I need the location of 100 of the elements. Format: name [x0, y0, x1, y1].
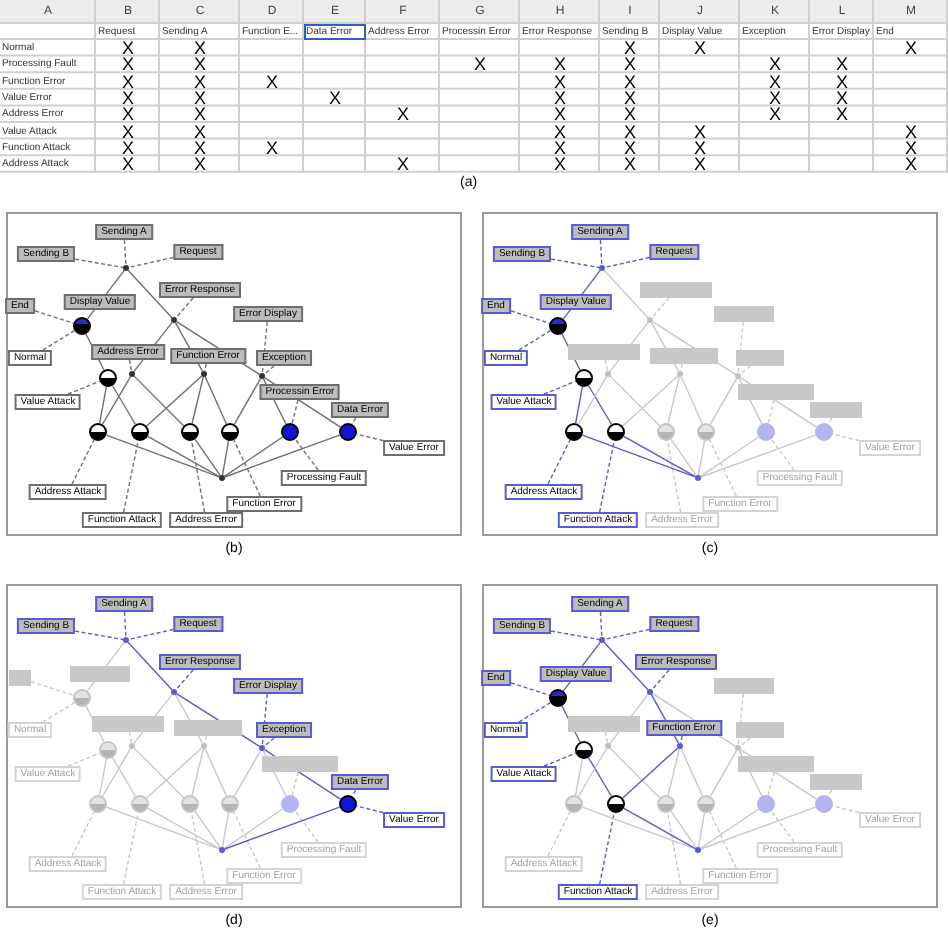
- dashed-connector: [291, 399, 299, 424]
- dashed-connector: [679, 363, 683, 372]
- dashed-connector: [263, 737, 275, 747]
- dashed-connector: [175, 669, 194, 691]
- dashed-connector: [351, 417, 357, 425]
- cross-mark: X: [621, 156, 638, 173]
- connector: [127, 269, 173, 319]
- connector: [233, 749, 262, 797]
- dashed-connector: [128, 628, 175, 641]
- cross-mark: X: [902, 40, 919, 57]
- dashed-connector: [356, 805, 384, 814]
- dashed-connector: [123, 239, 127, 266]
- connector: [581, 434, 696, 478]
- connector: [670, 438, 697, 477]
- cross-mark: X: [691, 40, 708, 57]
- empty-box: [640, 282, 712, 298]
- empty-box: [174, 720, 242, 736]
- dashed-connector: [550, 258, 600, 269]
- empty-box: [714, 306, 774, 322]
- connector: [145, 375, 203, 427]
- connector: [670, 810, 697, 849]
- empty-box: [650, 348, 718, 364]
- dashed-connector: [261, 693, 268, 746]
- dashed-connector: [550, 630, 600, 641]
- connector: [101, 747, 132, 797]
- cross-mark: X: [551, 156, 568, 173]
- dashed-connector: [604, 359, 609, 372]
- dashed-connector: [598, 440, 615, 513]
- cross-mark: X: [551, 123, 568, 140]
- connector: [699, 808, 760, 850]
- connector: [127, 641, 173, 691]
- cross-mark: X: [833, 89, 850, 107]
- dashed-connector: [827, 417, 833, 425]
- dashed-connector: [71, 439, 95, 485]
- cross-mark: X: [551, 139, 568, 157]
- cross-mark: X: [621, 56, 638, 74]
- cross-mark: X: [766, 56, 783, 74]
- cross-mark: X: [691, 123, 708, 140]
- dashed-connector: [294, 438, 319, 471]
- dashed-connector: [651, 669, 670, 691]
- dashed-connector: [291, 771, 299, 796]
- connector: [603, 641, 649, 691]
- cross-mark: X: [263, 139, 280, 157]
- connector: [204, 376, 227, 425]
- dashed-connector: [128, 359, 133, 372]
- cross-mark: X: [263, 73, 280, 90]
- cross-mark: X: [621, 139, 638, 157]
- connector: [191, 748, 204, 796]
- dashed-connector: [666, 812, 682, 885]
- dashed-connector: [190, 440, 206, 513]
- dashed-connector: [34, 310, 75, 324]
- graph-panel: [6, 212, 462, 536]
- connector: [105, 806, 220, 850]
- empty-box: [714, 678, 774, 694]
- dashed-connector: [827, 789, 833, 797]
- connector: [105, 434, 220, 478]
- cross-mark: X: [119, 40, 136, 57]
- cross-mark: X: [621, 73, 638, 90]
- dashed-connector: [71, 811, 95, 857]
- connector: [709, 377, 738, 425]
- connector: [587, 385, 613, 425]
- dashed-connector: [739, 365, 751, 375]
- dashed-connector: [356, 433, 384, 442]
- empty-box: [568, 716, 640, 732]
- cross-mark: X: [833, 106, 850, 123]
- connector: [577, 747, 608, 797]
- cross-mark: X: [119, 106, 136, 123]
- dashed-connector: [832, 433, 860, 442]
- dashed-connector: [767, 771, 775, 796]
- dashed-connector: [294, 810, 319, 843]
- connector: [111, 757, 137, 797]
- connector: [147, 807, 221, 850]
- connector: [101, 375, 132, 425]
- dashed-connector: [518, 330, 552, 351]
- cross-mark: X: [119, 73, 136, 90]
- connector: [603, 269, 649, 319]
- cross-mark: X: [551, 106, 568, 123]
- cross-mark: X: [191, 106, 208, 123]
- connector: [574, 386, 584, 424]
- dashed-connector: [233, 439, 261, 497]
- empty-box: [262, 756, 338, 772]
- cross-mark: X: [766, 73, 783, 90]
- dashed-connector: [739, 737, 751, 747]
- connector: [609, 375, 661, 427]
- cross-mark: X: [766, 89, 783, 107]
- connector: [667, 748, 680, 796]
- dashed-connector: [679, 735, 683, 744]
- empty-box: [738, 756, 814, 772]
- cross-mark: X: [394, 106, 411, 123]
- dashed-connector: [547, 439, 571, 485]
- cross-mark: X: [191, 56, 208, 74]
- dashed-connector: [74, 630, 124, 641]
- cross-mark: X: [119, 56, 136, 74]
- connector: [700, 434, 817, 478]
- dashed-connector: [510, 310, 551, 324]
- dashed-connector: [175, 297, 194, 319]
- cross-mark: X: [394, 156, 411, 173]
- dashed-connector: [203, 363, 207, 372]
- empty-box: [736, 350, 784, 366]
- connector: [223, 808, 284, 850]
